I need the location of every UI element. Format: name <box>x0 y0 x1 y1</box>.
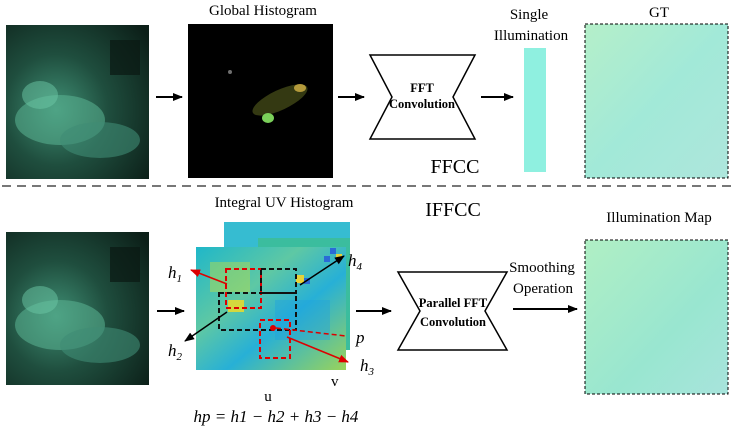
region-h4-box <box>260 268 297 294</box>
illumination-map-image <box>584 239 729 395</box>
integral-uv-histogram-stack <box>196 222 350 370</box>
h2-label: h2 <box>168 341 183 363</box>
arrow-to-h2 <box>184 311 228 342</box>
formula-hp: hp = h1 − h2 + h3 − h4 <box>194 407 359 426</box>
p-label: p <box>355 328 365 347</box>
gt-image <box>584 23 729 179</box>
h3-label: h3 <box>360 356 375 378</box>
region-h2-box <box>218 292 297 331</box>
v-axis-label: v <box>331 374 339 390</box>
iffcc-label: IFFCC <box>425 199 481 221</box>
fft-label-line1: FFT <box>410 81 434 95</box>
h1-label: h1 <box>168 263 182 285</box>
dashed-line-to-p <box>275 327 347 337</box>
bottom-input-photo <box>6 232 149 385</box>
fft-convolution-block <box>368 54 477 140</box>
top-input-photo <box>6 25 149 179</box>
h4-label: h4 <box>348 251 363 273</box>
integral-uv-histogram-label: Integral UV Histogram <box>215 195 354 211</box>
ffcc-label: FFCC <box>431 156 480 178</box>
point-p-marker <box>270 325 276 331</box>
illumination-map-label: Illumination Map <box>606 210 711 226</box>
single-label-line1: Single <box>510 7 549 23</box>
global-histogram-image <box>188 24 333 178</box>
parallel-label-line2: Convolution <box>420 315 486 329</box>
arrow-to-h4 <box>299 255 345 286</box>
arrow-to-h3 <box>286 336 349 363</box>
single-illumination-bar <box>524 48 546 172</box>
parallel-label-line1: Parallel FFT <box>419 296 488 310</box>
region-h1-box <box>225 268 262 309</box>
smoothing-label-line2: Operation <box>513 281 573 297</box>
parallel-fft-block <box>396 271 509 351</box>
single-label-line2: Illumination <box>494 28 569 44</box>
gt-label: GT <box>649 5 669 21</box>
u-axis-label: u <box>264 389 272 405</box>
fft-label-line2: Convolution <box>389 97 455 111</box>
smoothing-label-line1: Smoothing <box>509 260 575 276</box>
arrow-to-h1 <box>190 269 228 285</box>
global-histogram-label: Global Histogram <box>209 3 317 19</box>
